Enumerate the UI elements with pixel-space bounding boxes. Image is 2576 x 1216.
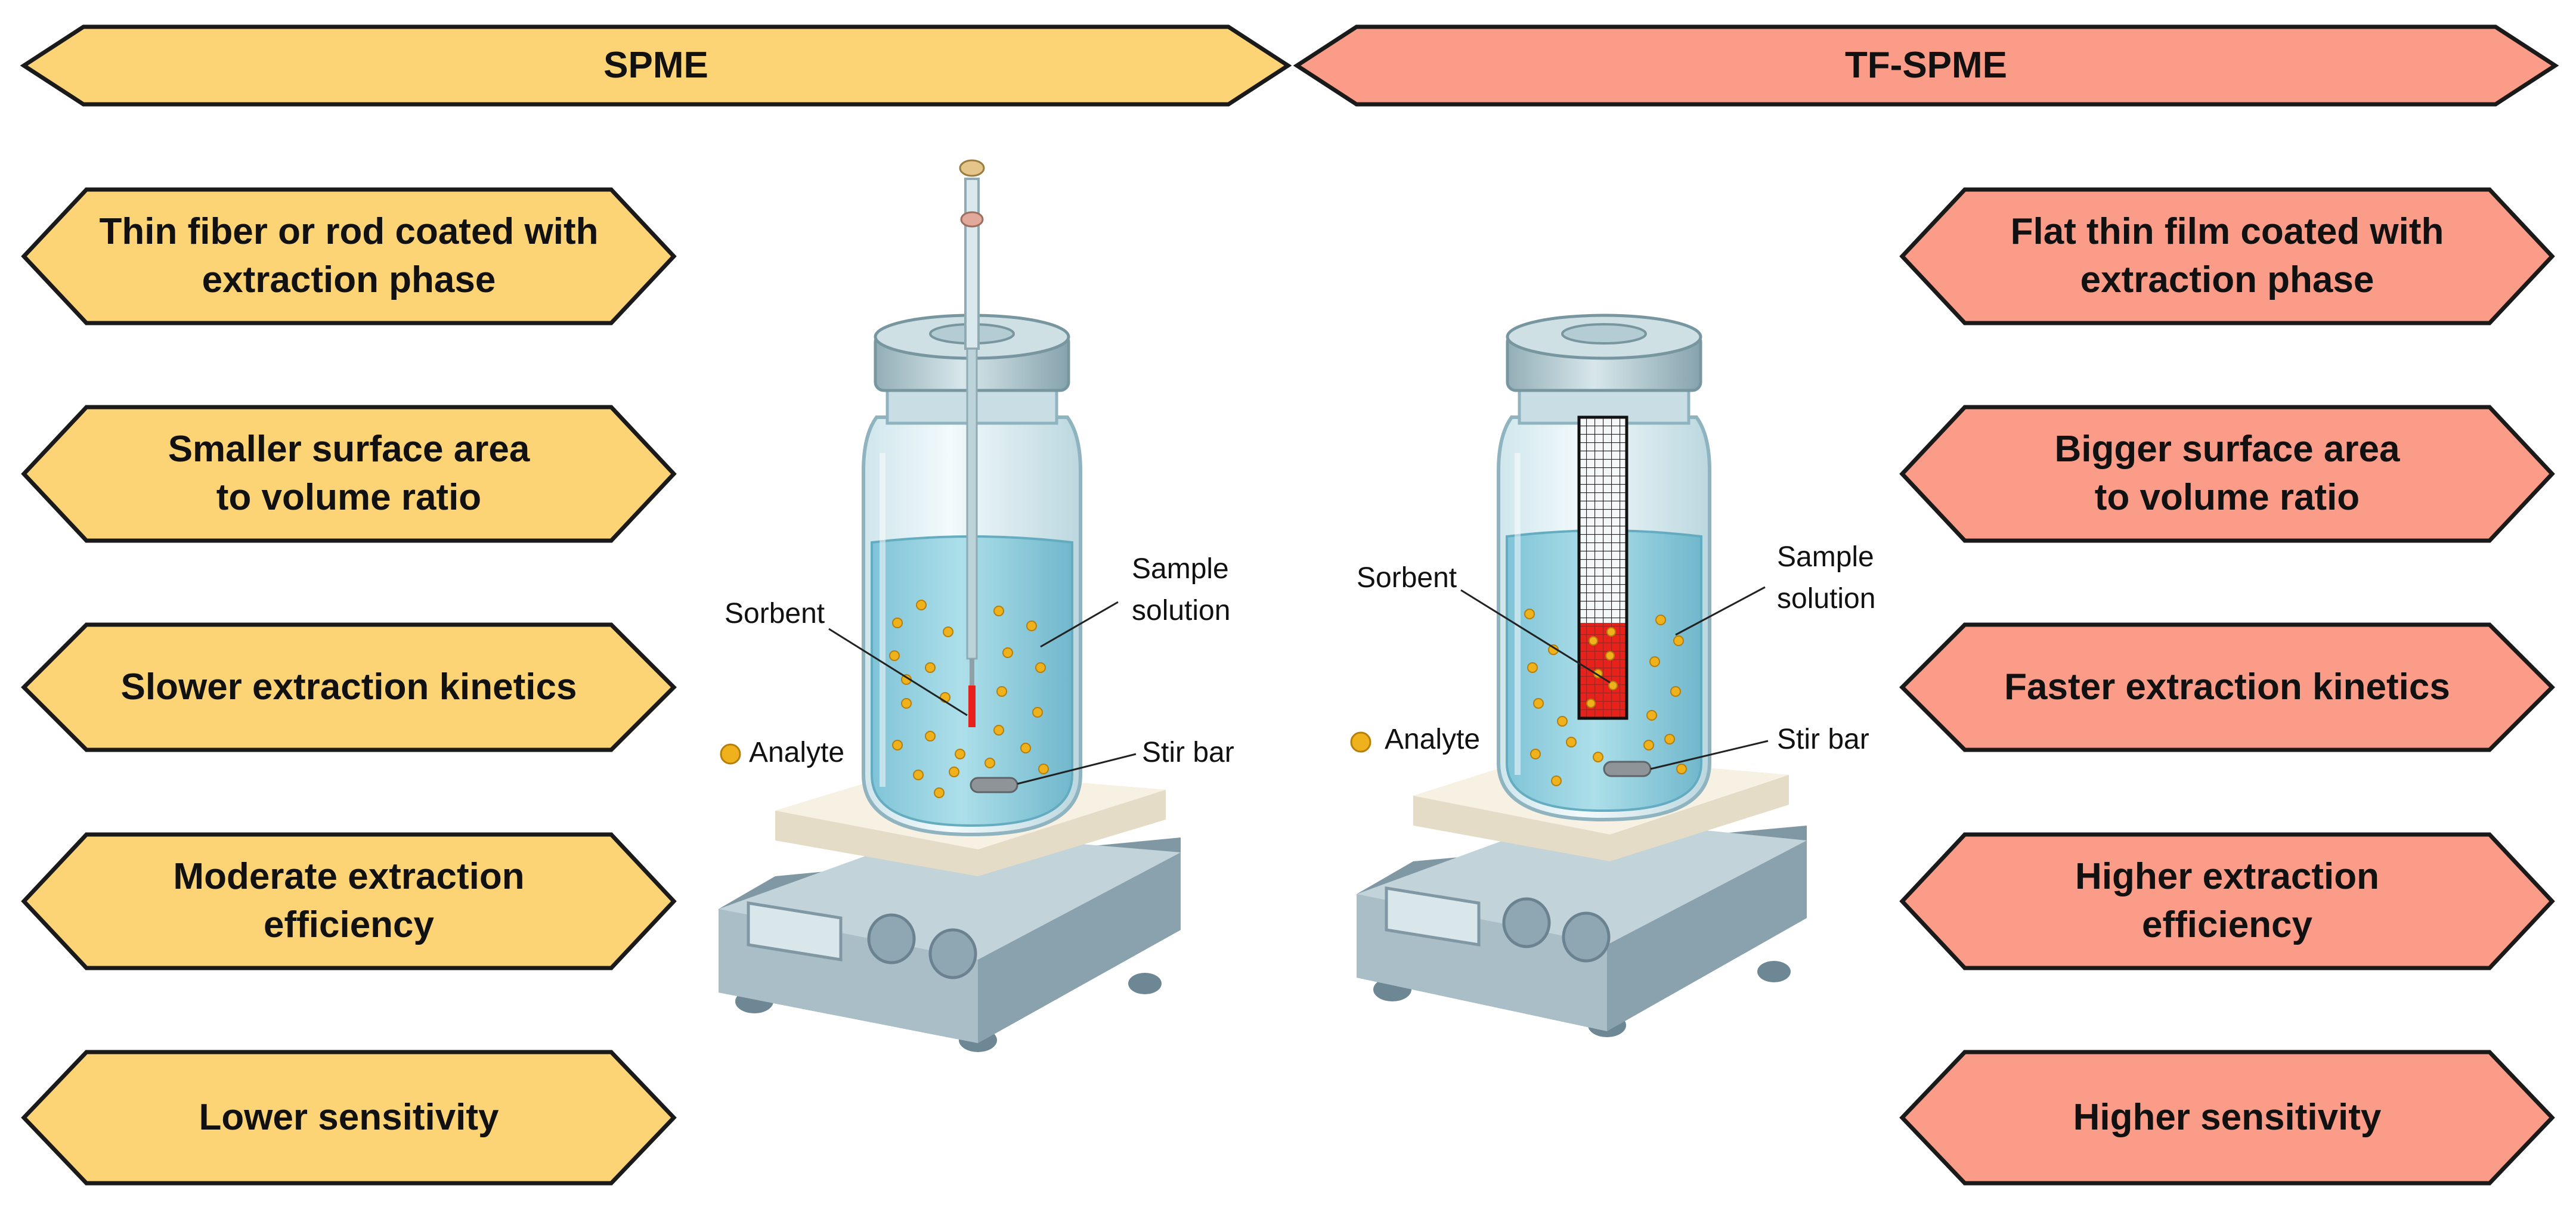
- analyte-dot-icon: [720, 743, 741, 765]
- tf-box-5-shape: [1899, 1050, 2555, 1186]
- analyte-dots-left: [889, 600, 1049, 798]
- analyte-label-right: Analyte: [1385, 724, 1481, 755]
- tf-box-2-shape: [1899, 405, 2555, 543]
- tf-spme-property-shapes: [1899, 187, 2555, 1186]
- stir-bar-left: [970, 777, 1018, 793]
- tf-spme-property-2: Bigger surface area to volume ratio: [2054, 429, 2400, 518]
- tf-spme-property-3: Faster extraction kinetics: [2004, 666, 2450, 708]
- analyte-dot-icon: [1350, 731, 1371, 753]
- stir-bar-label-left: Stir bar: [1142, 737, 1234, 768]
- sorbent-left: [968, 685, 976, 727]
- spme-property-2: Smaller surface area to volume ratio: [168, 429, 530, 518]
- thin-film-icon: [1577, 415, 1628, 720]
- sorbent-label-right: Sorbent: [1357, 562, 1457, 594]
- stir-bar-label-right: Stir bar: [1777, 724, 1869, 755]
- sorbent-label-left: Sorbent: [724, 598, 825, 629]
- tf-spme-banner-shape: [1293, 24, 2559, 107]
- spme-property-4: Moderate extraction efficiency: [173, 856, 525, 945]
- spme-box-5-shape: [21, 1050, 677, 1186]
- tf-spme-banner-title: TF-SPME: [1844, 44, 2008, 86]
- spme-fiber-icon: [959, 159, 985, 727]
- spme-box-4-shape: [21, 832, 677, 970]
- tf-spme-property-4: Higher extraction efficiency: [2075, 856, 2379, 945]
- sample-solution-label-right: Sample solution: [1777, 541, 1876, 615]
- spme-box-3-shape: [21, 622, 677, 752]
- spme-property-3: Slower extraction kinetics: [120, 666, 577, 708]
- tf-spme-property-5: Higher sensitivity: [2073, 1096, 2382, 1138]
- spme-box-1-shape: [21, 187, 677, 325]
- analyte-dots-right: [1524, 609, 1687, 786]
- spme-banner-shape: [20, 24, 1292, 107]
- spme-property-5: Lower sensitivity: [199, 1096, 499, 1138]
- stir-bar-right: [1603, 761, 1652, 777]
- spme-banner-title: SPME: [603, 44, 708, 86]
- spme-apparatus: [719, 159, 1181, 1052]
- spme-property-1: Thin fiber or rod coated with extraction…: [99, 211, 599, 300]
- tf-spme-property-1: Flat thin film coated with extraction ph…: [2010, 211, 2444, 300]
- tf-spme-apparatus: [1350, 314, 1807, 1037]
- spme-box-2-shape: [21, 405, 677, 543]
- sample-solution-label-left: Sample solution: [1132, 553, 1231, 626]
- tf-box-4-shape: [1899, 832, 2555, 970]
- analyte-label-left: Analyte: [749, 737, 845, 768]
- tf-box-3-shape: [1899, 622, 2555, 752]
- spme-property-shapes: [21, 187, 677, 1186]
- tf-box-1-shape: [1899, 187, 2555, 325]
